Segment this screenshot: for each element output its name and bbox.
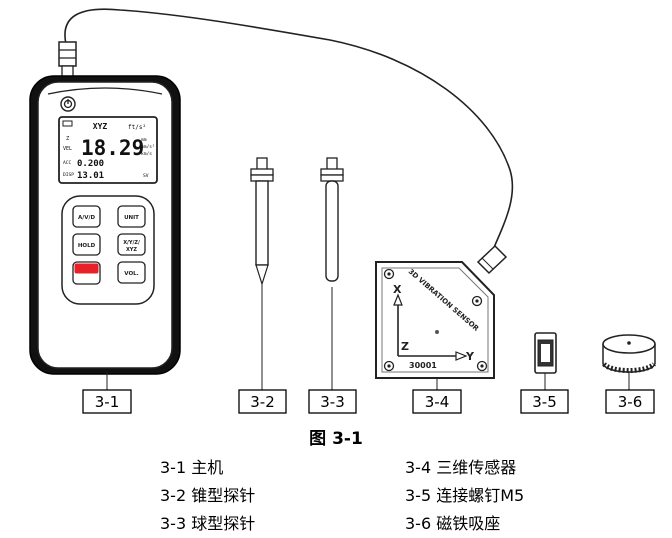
lcd-main-value: 18.29 [81,136,144,160]
legend-item: 3-4 三维传感器 [405,458,517,477]
svg-text:VOL.: VOL. [124,271,138,277]
legend-item: 3-5 连接螺钉M5 [405,486,525,505]
unit-button[interactable] [117,205,146,228]
svg-text:3-6: 3-6 [618,393,643,411]
lcd-disp: DISP [63,172,74,178]
sensor-cable [64,8,514,253]
label-3-2: 3-2 [238,389,287,414]
svg-text:HOLD: HOLD [78,243,96,249]
label-3-4: 3-4 [412,389,462,414]
lcd-sv: SV [143,173,149,179]
label-3-3: 3-3 [308,389,357,414]
label-3-1: 3-1 [82,389,132,414]
red-key [74,263,99,274]
axis-x-label: X [393,283,402,296]
avd-button[interactable] [72,205,101,228]
legend-item: 3-3 球型探针 [160,514,256,533]
label-3-6: 3-6 [605,389,655,414]
lcd-unit-top: ft/s² [128,124,146,131]
xyz-button[interactable] [117,233,146,256]
axis-z-label: Z [401,340,409,353]
lcd-unit-main-3: km/s [141,151,152,157]
legend-right: 3-4 三维传感器 3-5 连接螺钉M5 3-6 磁铁吸座 [405,454,524,538]
axis-y-label: Y [465,350,475,363]
lcd-unit-main-1: mm [141,138,147,143]
svg-text:UNIT: UNIT [124,215,139,221]
svg-text:3-2: 3-2 [250,393,275,411]
lcd-vel: VEL [63,146,72,152]
svg-text:XYZ: XYZ [126,247,137,253]
main-unit: XYZ ft/s² Z VEL 18.29 mm mm/s² km/s ACC … [29,41,181,375]
svg-text:3-4: 3-4 [425,393,450,411]
label-3-5: 3-5 [520,389,569,414]
ball-probe [320,157,344,390]
lcd-sub-value-2: 13.01 [77,171,104,181]
svg-text:X/Y/Z/: X/Y/Z/ [123,240,140,246]
legend-item: 3-1 主机 [160,458,224,477]
svg-text:A/V/D: A/V/D [78,215,96,221]
svg-text:3-3: 3-3 [320,393,345,411]
lcd-acc: ACC [63,160,72,166]
svg-text:3-1: 3-1 [95,393,120,411]
vol-button[interactable] [117,261,146,284]
figure-caption: 图 3-1 [309,429,363,449]
lcd-unit-main-2: mm/s² [141,144,155,150]
svg-text:3-5: 3-5 [532,393,557,411]
cone-probe [250,157,274,390]
magnetic-base [602,334,656,390]
hold-button[interactable] [72,233,101,256]
vibration-sensor: 3D VIBRATION SENSOR X Y Z 30001 [375,244,508,379]
lcd-screen [58,116,158,184]
legend-item: 3-2 锥型探针 [160,486,256,505]
lcd-z: Z [66,136,70,142]
legend-item: 3-6 磁铁吸座 [405,514,501,533]
sensor-model: 30001 [409,361,437,370]
m5-screw [534,332,557,390]
legend-left: 3-1 主机 3-2 锥型探针 3-3 球型探针 [160,454,255,538]
battery-icon [62,120,73,127]
lcd-sub-value-1: 0.200 [77,159,104,169]
lcd-axis: XYZ [93,122,108,131]
